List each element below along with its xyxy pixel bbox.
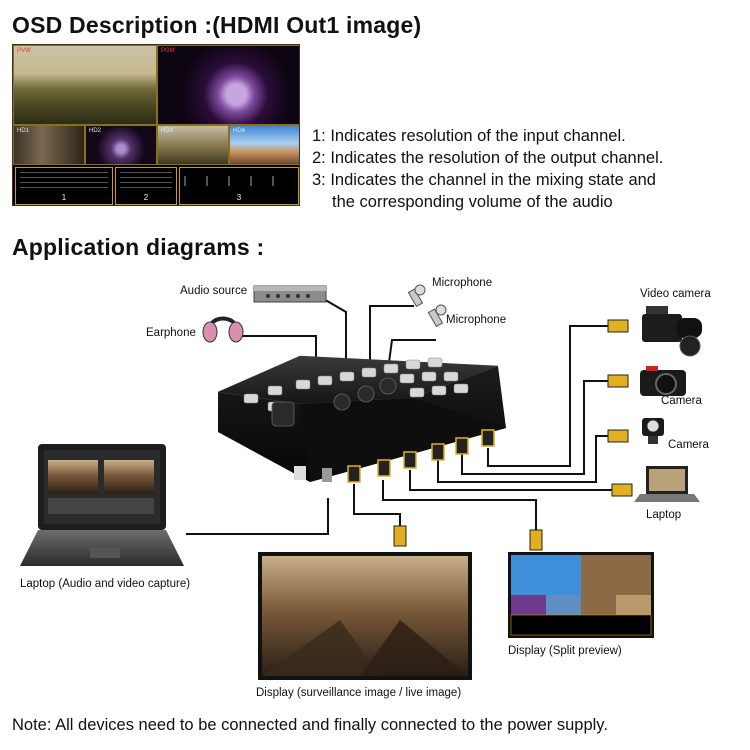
osd-output-resolution-panel: 2 [115,167,177,205]
camera-2-cable [437,435,613,483]
osd-marker-3: 3 [236,193,242,202]
pgm-program: PGM [157,45,299,125]
label-video-camera: Video camera [640,288,711,300]
display-split-device [508,552,654,638]
pgm-label: PGM [161,48,175,54]
display-split-cable [382,480,537,530]
osd-input-resolution-panel: 1 [15,167,113,205]
hd4-thumb: HD4 [229,125,299,165]
label-display-live: Display (surveillance image / live image… [256,687,462,699]
label-laptop-capture: Laptop (Audio and video capture) [20,578,191,590]
label-microphone-1: Microphone [432,277,493,289]
label-laptop-right: Laptop [646,509,682,521]
pvw-preview: PVW [13,45,157,125]
display-live-cable [353,484,401,528]
cables [186,297,616,535]
laptop-right-device [634,466,700,502]
hd3-thumb: HD3 [157,125,229,165]
footer-note: Note: All devices need to be connected a… [12,716,608,734]
microphone-1-cable [369,305,414,370]
hd4-label: HD4 [233,128,246,134]
earphone-device [202,316,244,343]
osd-screenshot: PVW PGM HD1 HD2 HD3 HD4 1 2 3 [12,44,300,206]
audio-source-device [253,285,327,303]
osd-item-3: 3: Indicates the channel in the mixing s… [312,171,656,189]
camera-1-cable [461,380,613,475]
osd-item-1: 1: Indicates resolution of the input cha… [312,127,626,145]
camera-1-device [640,366,686,396]
microphone-2-cable [387,339,436,371]
hdmi-plugs [393,319,633,551]
hd1-label: HD1 [17,128,30,134]
laptop-capture-device [20,444,184,566]
label-camera-1: Camera [661,395,702,407]
osd-marker-1: 1 [61,193,67,202]
microphone-2-device [427,304,447,328]
display-live-device [258,552,472,680]
video-camera-cable [487,325,613,467]
label-display-split: Display (Split preview) [508,645,622,657]
osd-item-2: 2: Indicates the resolution of the outpu… [312,149,664,167]
audio-source-cable [321,297,347,376]
label-earphone: Earphone [146,327,196,339]
label-microphone-2: Microphone [446,314,507,326]
osd-item-3-cont: the corresponding volume of the audio [332,193,613,211]
laptop-right-cable [409,470,616,491]
hd3-label: HD3 [161,128,174,134]
osd-audio-mix-panel: 3 [179,167,299,205]
mixer-ports [294,429,495,483]
hd2-thumb: HD2 [85,125,157,165]
label-audio-source: Audio source [180,285,248,297]
pvw-label: PVW [17,48,31,54]
mixer-knobs [271,377,397,427]
microphone-1-device [407,284,426,308]
laptop-capture-cable [186,498,329,535]
video-camera-device [642,306,702,357]
hd1-thumb: HD1 [13,125,85,165]
hd2-label: HD2 [89,128,102,134]
label-camera-2: Camera [668,439,709,451]
osd-marker-2: 2 [143,193,149,202]
camera-2-device [642,418,664,444]
mixer-device [217,355,506,483]
app-title: Application diagrams : [12,234,265,260]
osd-title: OSD Description :(HDMI Out1 image) [12,12,422,38]
